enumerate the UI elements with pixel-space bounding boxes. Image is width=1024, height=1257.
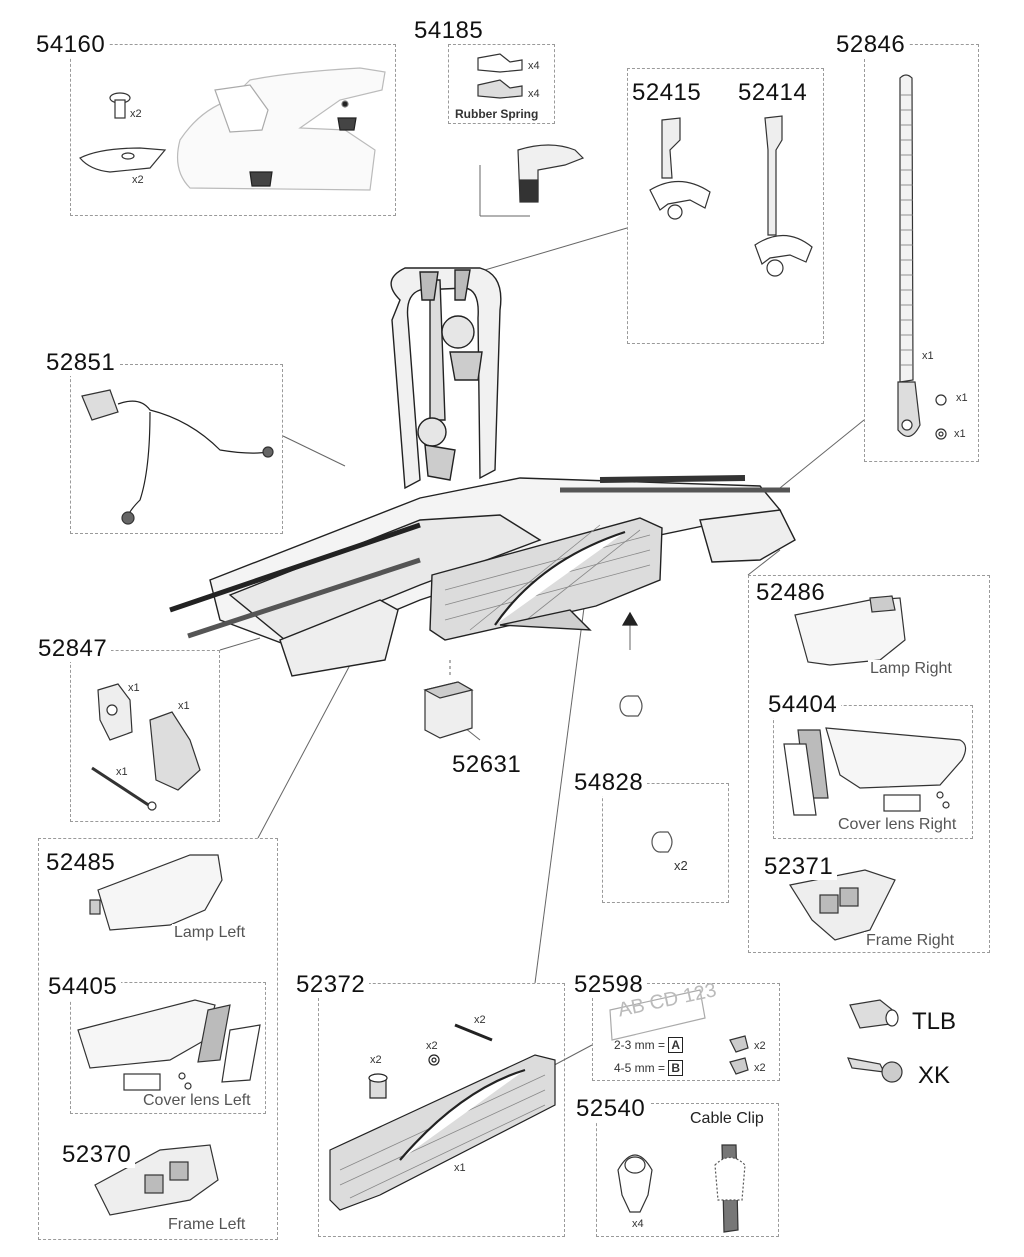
spacer-a-letter: A [668,1037,684,1053]
part-number-54160: 54160 [32,32,110,58]
direction-arrow-icon [621,611,639,626]
part-52415-52414-drawing [649,115,813,277]
group-box-52372 [318,983,565,1237]
qty-52372-washer: x2 [426,1040,438,1052]
qty-52847-c: x1 [116,766,128,778]
part-number-54828: 54828 [570,770,648,796]
part-52851-drawing [81,389,274,525]
caption-lamp-right: Lamp Right [868,660,954,678]
part-52631-drawing [423,681,474,739]
qty-52846-screw: x1 [956,392,968,404]
part-52372-drawing [329,1023,556,1211]
group-box-52540 [596,1103,779,1237]
part-52370-drawing [94,1144,219,1216]
qty-54185-a: x4 [528,60,540,72]
group-box-52851 [70,364,283,534]
spacer-b-label: 4-5 mm = [614,1061,666,1075]
part-number-52851: 52851 [42,350,120,376]
caption-cable-clip: Cable Clip [688,1110,766,1128]
part-number-52414: 52414 [734,80,812,106]
part-number-52371: 52371 [760,854,838,880]
part-52598-drawing [609,989,749,1075]
caption-cover-lens-right: Cover lens Right [836,816,959,834]
caption-cover-lens-left: Cover lens Left [141,1092,253,1110]
part-52540-drawing [617,1144,746,1233]
qty-52846-washer: x1 [954,428,966,440]
part-52371-drawing [789,869,896,941]
qty-54160-screw: x2 [130,108,142,120]
qty-52598-a: x2 [754,1040,766,1052]
part-number-52486: 52486 [752,580,830,606]
group-box-left-lights [38,838,278,1240]
part-number-52847: 52847 [34,636,112,662]
part-52486-drawing [794,595,906,666]
qty-52372-bolt: x2 [474,1014,486,1026]
part-number-54185: 54185 [410,18,488,44]
part-number-52846: 52846 [832,32,910,58]
qty-52372-plate: x1 [454,1162,466,1174]
caption-rubber-spring: Rubber Spring [455,107,539,121]
group-box-right-lights [748,575,990,953]
part-number-52631: 52631 [448,752,526,778]
part-54405-drawing [77,999,261,1091]
qty-54828: x2 [674,858,688,873]
part-52846-drawing [897,74,947,440]
part-number-52415: 52415 [628,80,706,106]
group-box-52598 [592,983,780,1081]
group-box-54160 [70,44,396,216]
caption-frame-right: Frame Right [864,932,957,950]
spacer-b-letter: B [668,1060,684,1076]
qty-52372-screw: x2 [370,1054,382,1066]
part-54404-drawing [783,727,967,816]
qty-52847-a: x1 [128,682,140,694]
qty-52846-strap: x1 [922,350,934,362]
spacer-a-spec: 2-3 mm = A [614,1037,684,1053]
qty-52847-b: x1 [178,700,190,712]
part-54828-drawing [619,695,673,853]
part-54160-drawing [79,67,386,191]
part-number-54405: 54405 [44,974,122,1000]
qty-52598-b: x2 [754,1062,766,1074]
group-box-54404 [773,705,973,839]
group-box-52415-52414 [627,68,824,344]
qty-54185-b: x4 [528,88,540,100]
part-number-52485: 52485 [42,850,120,876]
qty-52540: x4 [632,1218,644,1230]
part-code-xk: XK [918,1062,951,1089]
part-number-54404: 54404 [764,692,842,718]
part-54185-drawing [477,53,585,203]
group-box-52847 [70,650,220,822]
group-box-52846 [864,44,979,462]
part-number-52540: 52540 [572,1096,650,1122]
part-code-tlb: TLB [912,1008,957,1035]
part-52485-drawing [89,854,223,931]
group-box-54828 [602,783,729,903]
part-number-52370: 52370 [58,1142,136,1168]
group-box-54405 [70,982,266,1114]
qty-54160-clip: x2 [132,174,144,186]
tlb-lock-drawing [849,999,899,1029]
xk-key-drawing [847,1057,903,1083]
caption-frame-left: Frame Left [166,1216,248,1234]
spacer-a-label: 2-3 mm = [614,1038,666,1052]
group-box-54185 [448,44,555,124]
part-number-52598: 52598 [570,972,648,998]
bike-carrier-main-assembly [169,267,796,677]
part-number-52372: 52372 [292,972,370,998]
spacer-b-spec: 4-5 mm = B [614,1060,684,1076]
caption-lamp-left: Lamp Left [172,924,248,942]
part-52847-drawing [91,683,201,811]
